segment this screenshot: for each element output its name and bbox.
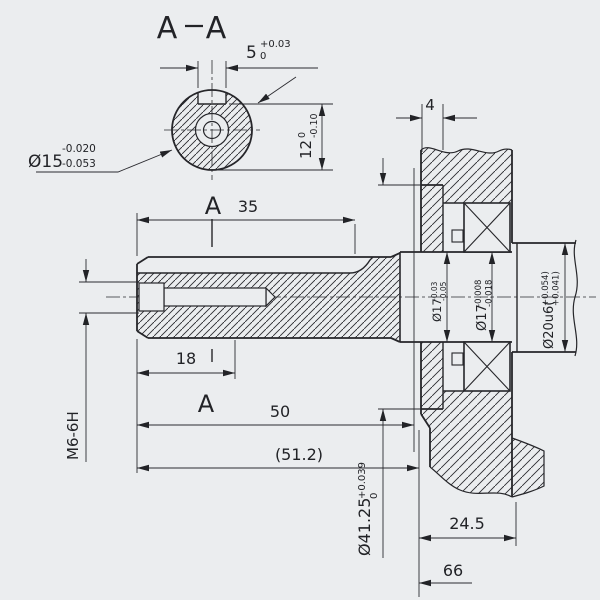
dim-bearing-position: 24.5 [419, 514, 516, 542]
dim-keyway-depth: 12 0 -0.10 [215, 103, 333, 171]
cover-face [420, 150, 431, 467]
dim-bearing-seat-value: Ø17 [475, 304, 490, 331]
upper-bearing [451, 202, 511, 253]
dim-shaft-length-ref: (51.2) [137, 445, 419, 472]
upper-body-hatch [421, 147, 512, 203]
dim-cover-bore-lower: -0.05 [439, 281, 448, 301]
lower-break-line [429, 466, 513, 498]
dim-shaft-diameter-value: Ø15 [28, 152, 63, 172]
lower-bearing-cross [463, 341, 511, 392]
dim-shaft-length: 50 [137, 402, 414, 429]
lower-cover-plate-hatch [421, 342, 443, 409]
dim-keyway-width-value: 5 [246, 43, 257, 63]
upper-circlip [451, 229, 464, 243]
dim-shaft-length-value: 50 [270, 402, 290, 421]
dim-cover-lip-width: 4 [396, 96, 477, 122]
section-view-a-a: A A 5 +0.03 0 12 0 [28, 11, 333, 180]
output-break-line [572, 239, 578, 357]
dim-keyway-length-value: 35 [238, 197, 258, 216]
section-title: A A [157, 11, 227, 46]
dim-output-diameter-value: Ø20u6( [542, 301, 557, 349]
main-view: 35 A 18 A M6-6H 50 (51.2) [64, 96, 596, 597]
keyway-corner-leader [257, 76, 297, 104]
lower-boss-outline [511, 437, 545, 498]
dim-bearing-position-value: 24.5 [449, 514, 485, 533]
dim-pilot-diameter-upper: +0.039 [357, 462, 368, 499]
dim-thread-spec-value: M6-6H [64, 411, 82, 460]
keyway-slot-outline [197, 92, 227, 105]
bearing-bore-steps [442, 185, 464, 409]
dim-shaft-diameter: Ø15 -0.020 -0.053 [28, 143, 173, 173]
dim-thread-spec: M6-6H [64, 259, 90, 462]
keyway-floor-line [137, 256, 374, 274]
dim-thread-depth-value: 18 [176, 349, 196, 368]
dim-output-diameter: Ø20u6( +0.054) +0.041) [541, 243, 569, 352]
pilot-spigot-edges [421, 184, 443, 410]
dim-output-diameter-upper: +0.054) [541, 271, 551, 306]
lower-circlip [451, 352, 464, 366]
dim-cover-bore-value: Ø17 [430, 298, 444, 322]
section-title-right: A [206, 11, 227, 46]
section-mark-top-label: A [205, 192, 222, 220]
dim-shaft-diameter-lower: -0.053 [62, 158, 96, 170]
dim-shaft-length-ref-value: (51.2) [275, 445, 323, 464]
shaft-diameter-leader [36, 149, 173, 173]
dim-cover-lip-width-value: 4 [425, 96, 435, 114]
dim-keyway-width-upper: +0.03 [260, 39, 291, 50]
dim-pilot-diameter-value: Ø41.25 [355, 498, 374, 556]
dim-keyway-depth-value: 12 [297, 140, 315, 159]
section-mark-bottom-label: A [198, 390, 215, 418]
upper-bearing-cross [463, 202, 511, 253]
dim-keyway-depth-upper: 0 [297, 132, 308, 138]
dim-keyway-length: 35 A [137, 192, 355, 247]
dim-cover-bore-upper: -0.03 [430, 281, 439, 301]
thread-counterbore [138, 282, 165, 312]
dim-thread-depth: 18 A [137, 349, 235, 418]
dim-bearing-seat-lower: -0.018 [485, 280, 495, 307]
dim-shaft-diameter-upper: -0.020 [62, 143, 96, 155]
lower-body-hatch [421, 391, 544, 497]
dim-output-diameter-lower: +0.041) [552, 271, 562, 306]
dim-keyway-width: 5 +0.03 0 [160, 39, 318, 104]
dim-cover-bore-diameter: Ø17 -0.03 -0.05 [430, 252, 451, 342]
lower-bearing [451, 341, 511, 392]
dim-overall-length: 66 [419, 561, 472, 587]
tapped-hole-m6 [138, 282, 276, 312]
upper-break-line [420, 147, 513, 154]
dim-bearing-seat-diameter: Ø17 -0.008 -0.018 [474, 252, 496, 342]
thread-bore [163, 287, 267, 307]
section-title-left: A [157, 11, 178, 46]
dim-overall-length-value: 66 [443, 561, 463, 580]
dim-keyway-depth-lower: -0.10 [309, 113, 320, 138]
dim-pilot-diameter: Ø41.25 +0.039 0 [355, 158, 387, 558]
crankcase-body [420, 147, 545, 498]
upper-cover-plate-hatch [421, 185, 443, 252]
dim-pilot-diameter-lower: 0 [369, 493, 380, 499]
dim-bearing-seat-upper: -0.008 [474, 280, 484, 307]
dim-keyway-width-lower: 0 [260, 51, 266, 62]
